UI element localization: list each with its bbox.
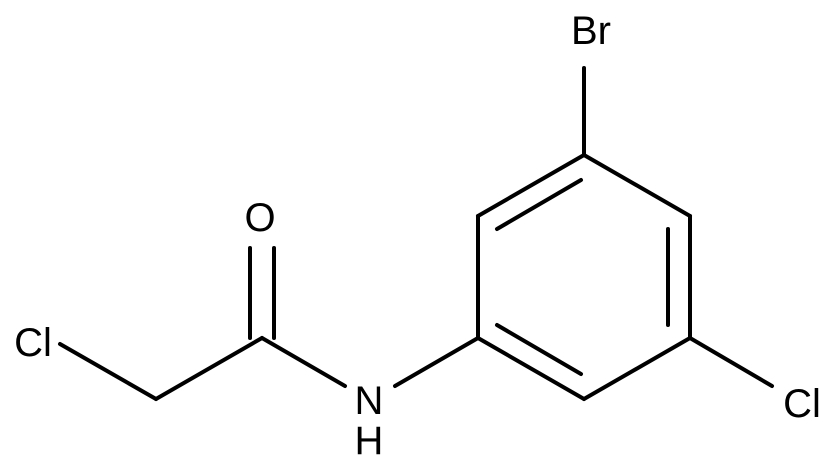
oxygen-label: O [244,196,275,240]
bromine-label: Br [571,9,611,53]
ring-bond-c5-c6 [582,336,692,401]
hydrogen-label: H [355,419,384,462]
bond-n-carbonyl [260,336,347,388]
ring-double-inner-c2-c3 [495,178,583,231]
ring-bond-c6-c1 [476,336,586,401]
benzene-ring [476,153,692,401]
bond-c5-cl [688,336,774,388]
bond-carbonyl-ch2 [154,336,264,401]
bond-ch2-cl [58,342,158,401]
ring-bond-c3-c4 [582,153,692,218]
bond-c1-n [393,336,480,388]
nitrogen-label: N [355,379,384,423]
chlorine-alkyl-label: Cl [14,321,52,365]
ring-double-inner-c6-c1 [495,323,583,376]
chlorine-ring-label: Cl [783,382,821,426]
ring-bond-c2-c3 [476,153,586,218]
